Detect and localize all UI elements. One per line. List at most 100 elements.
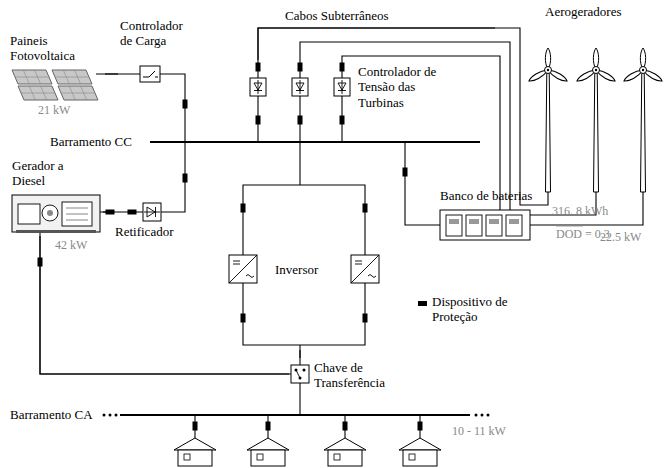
diesel-generator	[16, 230, 96, 233]
diesel-generator	[12, 195, 100, 232]
dod-overline	[556, 226, 583, 227]
protection-device	[241, 314, 246, 323]
power-rating: 42 kW	[55, 238, 87, 252]
component-label: Banco de baterias	[440, 188, 532, 203]
battery-bank	[489, 219, 499, 224]
transfer-switch	[303, 369, 306, 372]
battery-bank	[446, 215, 462, 236]
protection-device	[363, 314, 368, 323]
protection-device	[38, 63, 423, 431]
wire	[299, 345, 300, 365]
wire-connector	[299, 350, 300, 358]
bus-bar	[150, 141, 480, 143]
bus-continuation-dots	[115, 414, 118, 417]
power-rating: 21 kW	[38, 103, 70, 117]
diesel-generator	[66, 208, 88, 209]
wire	[40, 232, 291, 374]
protection-device	[340, 116, 345, 125]
diesel-generator	[66, 220, 88, 221]
wire	[258, 28, 548, 205]
wire	[243, 185, 365, 255]
cable-label: Cabos Subterrâneos	[285, 8, 389, 23]
houses	[399, 438, 441, 466]
turbine-voltage-controllers	[292, 78, 308, 96]
wind-turbines	[528, 48, 569, 192]
component-label: Aerogeradores	[545, 4, 622, 19]
rectifier-diode	[144, 212, 160, 213]
wire	[299, 383, 300, 415]
houses	[324, 438, 366, 466]
bus-label: Barramento CC	[50, 134, 132, 149]
protection-device	[343, 422, 348, 431]
battery-bank	[506, 215, 522, 236]
diesel-generator	[62, 202, 92, 226]
diesel-generator	[42, 205, 58, 221]
battery-bank	[509, 219, 519, 224]
turbine-voltage-controllers	[334, 78, 350, 96]
component-label: Gerador a Diesel	[12, 158, 74, 189]
wire-connector	[103, 211, 113, 212]
houses	[174, 438, 441, 466]
component-label: Paineis Fotovoltaica	[10, 33, 95, 64]
load-rating: 10 - 11 kW	[452, 424, 506, 438]
diesel-generator	[18, 204, 40, 224]
protection-device	[298, 63, 303, 72]
houses	[174, 438, 216, 466]
component-label: Retificador	[115, 224, 173, 239]
legend-text: Dispositivo de Proteção	[432, 294, 512, 325]
wire	[100, 211, 143, 212]
protection-device	[256, 116, 261, 125]
protection-device	[256, 63, 261, 72]
protection-device	[266, 422, 271, 431]
wind-turbines	[528, 48, 664, 192]
component-node: Banco de baterias	[435, 188, 547, 244]
wire	[300, 42, 596, 215]
component-label: Inversor	[275, 262, 318, 277]
legend-swatch	[418, 301, 427, 306]
inverters	[229, 255, 379, 283]
diesel-generator	[66, 214, 88, 215]
houses	[247, 438, 289, 466]
turbine-voltage-controllers	[250, 78, 350, 96]
inverters	[229, 255, 257, 283]
battery-bank	[466, 215, 482, 236]
depth-of-discharge: DOD = 0.3	[556, 227, 610, 241]
component-node: Aerogeradores	[495, 2, 668, 200]
charge-controller-switch	[140, 66, 160, 82]
protection-device	[418, 422, 423, 431]
protection-device	[403, 168, 408, 177]
charge-controller-switch	[155, 77, 158, 78]
battery-bank	[440, 210, 530, 240]
component-node: Controlador de Carga	[118, 18, 198, 84]
bus-continuation-dots	[475, 414, 478, 417]
component-node: Retificador	[113, 200, 183, 241]
transfer-switch	[291, 365, 309, 383]
component-node: Gerador a Diesel	[8, 158, 103, 236]
diesel-generator	[47, 210, 53, 216]
component-node: Paineis Fotovoltaica	[5, 33, 105, 101]
wire	[405, 142, 440, 225]
protection-device	[183, 100, 188, 109]
charge-controller-switch	[140, 66, 160, 82]
bus-continuation-dots	[109, 414, 112, 417]
protection-device	[298, 116, 303, 125]
bus-continuation-dots	[481, 414, 484, 417]
component-label: Chave de Transferência	[314, 360, 399, 391]
protection-device	[128, 210, 137, 215]
rectifier-diode	[143, 203, 161, 221]
pv-array	[12, 70, 98, 100]
rectifier-diode	[143, 203, 161, 221]
bus-continuation-dots	[487, 414, 490, 417]
wire	[299, 142, 300, 185]
component-node: Controlador de Tensão das Turbinas	[245, 60, 460, 135]
protection-device	[241, 204, 246, 213]
wire	[96, 73, 140, 74]
battery-bank	[449, 219, 459, 224]
energy-capacity: 316. 8 kWh	[552, 204, 608, 218]
bus-continuation-dots	[103, 414, 106, 417]
battery-bank	[440, 210, 530, 240]
battery-bank	[469, 219, 479, 224]
protection-device	[193, 422, 198, 431]
battery-bank	[486, 215, 502, 236]
